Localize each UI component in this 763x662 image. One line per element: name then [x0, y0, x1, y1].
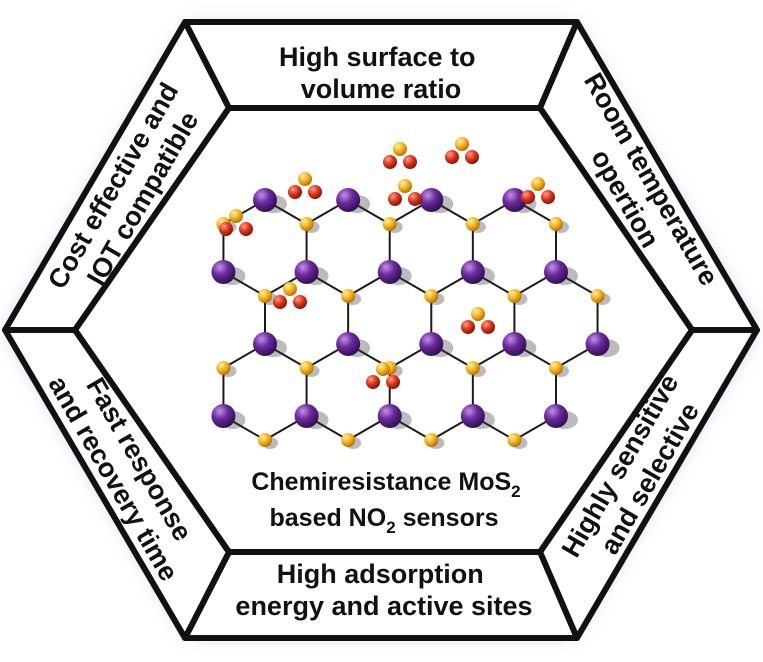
molybdenum-atom [377, 404, 402, 428]
oxygen-atom [445, 150, 459, 164]
molybdenum-atom [211, 404, 236, 428]
sulfur-atom [465, 361, 480, 375]
sulfur-atom [341, 289, 356, 303]
center-caption-line1: Chemiresistance MoS2 [251, 468, 520, 501]
oxygen-atom [273, 295, 287, 309]
molybdenum-atom [543, 260, 568, 284]
molybdenum-atom [460, 404, 485, 428]
nitrogen-atom [298, 172, 312, 186]
oxygen-atom [239, 222, 253, 236]
sulfur-atom [258, 289, 272, 303]
sulfur-atom [382, 217, 397, 231]
sulfur-atom [424, 289, 439, 303]
oxygen-atom [383, 155, 397, 169]
molybdenum-atom [419, 188, 444, 212]
oxygen-atom [541, 190, 555, 204]
segment-bottom-text: High adsorption energy and active sites [235, 559, 532, 621]
oxygen-atom [288, 185, 302, 199]
molybdenum-atom [585, 332, 610, 356]
oxygen-atom [521, 190, 535, 204]
oxygen-atom [408, 192, 422, 206]
molybdenum-atom [336, 188, 361, 212]
sulfur-atom [216, 361, 231, 375]
molybdenum-atom [377, 260, 402, 284]
nitrogen-atom [393, 142, 407, 156]
nitrogen-atom [283, 282, 297, 296]
molybdenum-atom [543, 404, 568, 428]
molybdenum-atom [253, 332, 277, 356]
sulfur-atom [424, 433, 439, 447]
oxygen-atom [366, 375, 380, 389]
molybdenum-atom [294, 260, 319, 284]
oxygen-atom [481, 320, 495, 334]
inner-hexagon [72, 105, 695, 555]
nitrogen-atom [455, 137, 469, 151]
molybdenum-atom [294, 404, 319, 428]
nitrogen-atom [471, 307, 485, 321]
oxygen-atom [219, 222, 233, 236]
oxygen-atom [403, 155, 417, 169]
oxygen-atom [465, 150, 479, 164]
sulfur-atom [341, 433, 356, 447]
oxygen-atom [388, 192, 402, 206]
mos2-lattice [211, 188, 620, 449]
sulfur-atom [299, 361, 314, 375]
molybdenum-atom [211, 260, 236, 284]
molybdenum-atom [336, 332, 361, 356]
sulfur-atom [507, 289, 522, 303]
sulfur-atom [507, 433, 522, 447]
sulfur-atom [299, 217, 314, 231]
segment-top-text: High surface to volume ratio [279, 42, 483, 104]
nitrogen-atom [398, 179, 412, 193]
no2-molecules [219, 137, 555, 389]
nitrogen-atom [229, 209, 243, 223]
molybdenum-atom [419, 332, 444, 356]
sulfur-atom [465, 217, 480, 231]
center-caption-line2: based NO2 sensors [269, 504, 498, 537]
sulfur-atom [590, 289, 605, 303]
nitrogen-atom [376, 362, 390, 376]
molybdenum-atom [460, 260, 485, 284]
sulfur-atom [548, 361, 563, 375]
molybdenum-atom [502, 188, 527, 212]
sulfur-atom [548, 217, 563, 231]
sulfur-atom [258, 433, 272, 447]
nitrogen-atom [531, 177, 545, 191]
molybdenum-atom [502, 332, 527, 356]
oxygen-atom [386, 375, 400, 389]
molybdenum-atom [253, 188, 277, 212]
oxygen-atom [293, 295, 307, 309]
oxygen-atom [461, 320, 475, 334]
oxygen-atom [308, 185, 322, 199]
